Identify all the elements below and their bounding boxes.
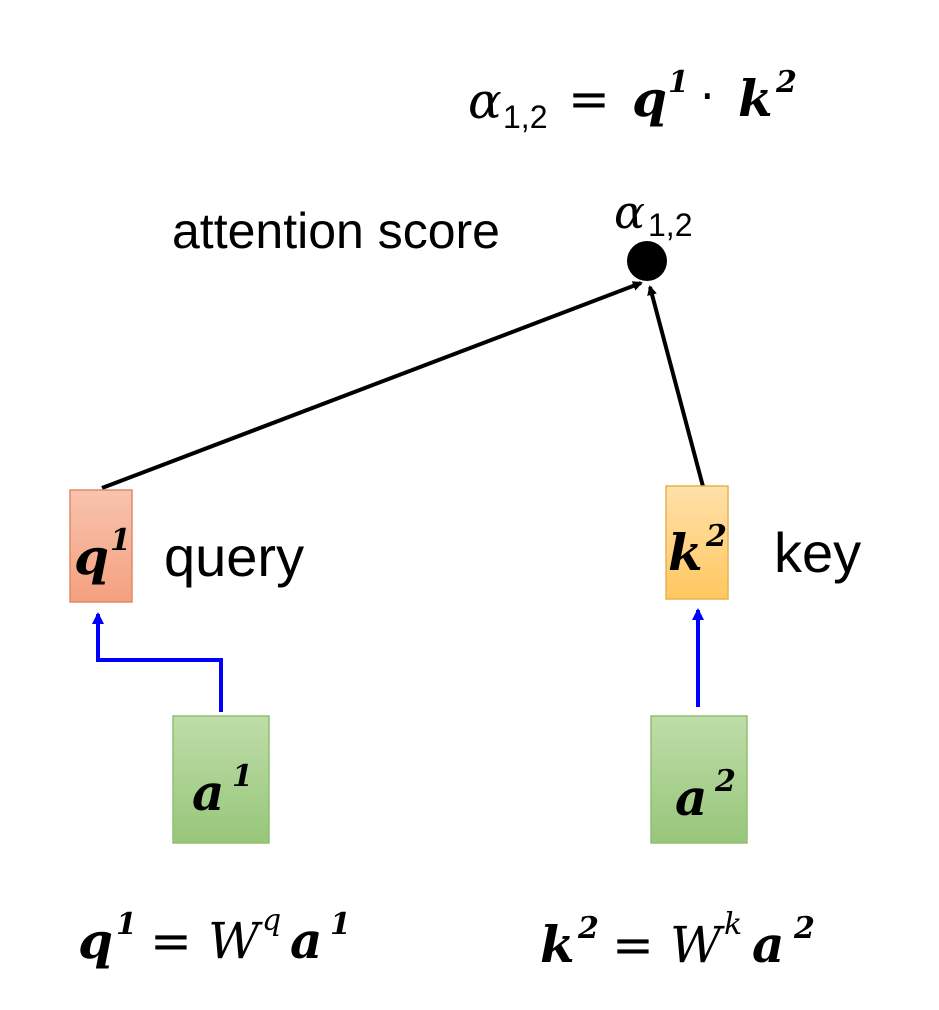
formula-top-q-sup: 1 [668,65,689,100]
formula-key: k 2 = W k a 2 [540,907,815,974]
formula-k-rhs-sup: 2 [793,911,815,946]
formula-q-rhs-sup: 1 [330,907,351,942]
formula-k-W: W [670,916,725,974]
attention-score-label: attention score [172,203,500,259]
formula-k-lhs-sup: 2 [577,911,599,946]
key-to-score-arrow [647,285,707,495]
input-a1-symbol: a [192,763,224,822]
input-a2-symbol: a [675,768,707,827]
input-a2-box [650,715,748,844]
attention-score-dot [627,241,667,281]
formula-top-alpha: α [468,72,502,130]
formula-query: q 1 = W q a 1 [78,903,351,970]
input-a2-sup: 2 [714,764,736,799]
formula-k-W-sup: k [724,907,742,942]
query-box-symbol: q [74,527,109,586]
formula-top-k: k [738,69,773,128]
formula-k-equals: = [612,916,654,974]
formula-q-W: W [208,912,263,970]
formula-q-equals: = [150,912,192,970]
score-alpha-sub: 1,2 [648,207,692,243]
score-alpha: α [614,185,645,239]
input-a1-box [172,715,270,844]
formula-top-q: q [632,69,667,128]
formula-q-lhs: q [78,911,113,970]
key-box-sup: 2 [705,519,727,554]
query-box [69,489,133,603]
formula-top-k-sup: 2 [775,65,797,100]
input1-to-query-arrow [92,612,223,712]
key-label: key [774,521,861,584]
formula-q-W-sup: q [262,903,281,938]
key-box-symbol: k [668,523,703,582]
formula-top-alpha-sub: 1,2 [503,99,547,135]
input-a1-sup: 1 [232,759,253,794]
key-box [665,485,729,600]
formula-k-rhs: a [752,915,784,974]
query-to-score-arrow [101,281,643,490]
formula-q-rhs: a [290,911,322,970]
formula-top-dot: · [700,69,715,123]
formula-top-equals: = [568,70,610,128]
formula-q-lhs-sup: 1 [116,907,137,942]
formula-top: α 1,2 = q 1 · k 2 [468,65,797,135]
query-box-sup: 1 [110,523,131,558]
formula-k-lhs: k [540,915,575,974]
query-label: query [164,525,304,588]
